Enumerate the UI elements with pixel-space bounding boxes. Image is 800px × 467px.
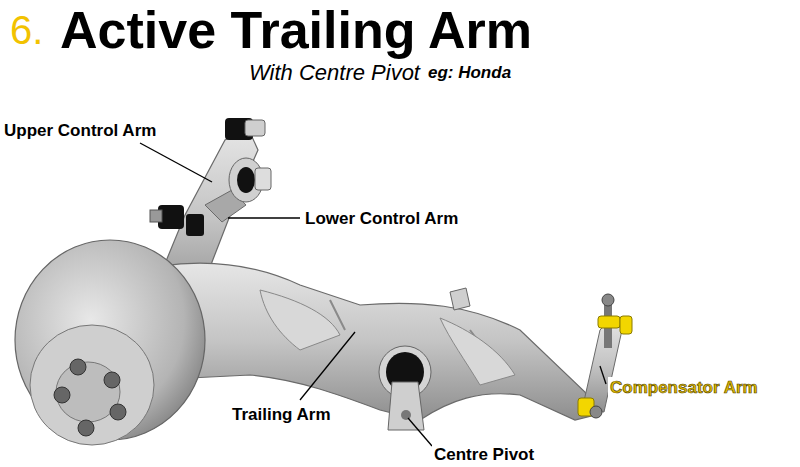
part-label: Lower Control Arm: [303, 208, 460, 229]
part-label: Trailing Arm: [230, 404, 333, 425]
part-label: Centre Pivot: [432, 444, 536, 465]
diagram-title: Active Trailing Arm: [60, 2, 532, 58]
part-label: Compensator Arm: [608, 377, 760, 398]
callout-number: 6.: [10, 8, 43, 52]
subtitle-example: eg: Honda: [428, 60, 511, 86]
subtitle: With Centre Pivot: [249, 60, 420, 86]
part-label: Upper Control Arm: [2, 120, 158, 141]
